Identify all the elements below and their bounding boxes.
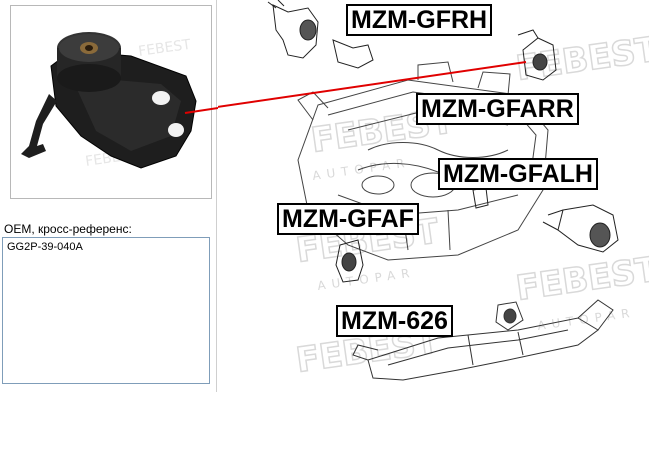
watermark-sub-2: AUTOPAR [536, 305, 636, 333]
mount-gfarr-drawing [517, 29, 557, 81]
mount-gfalh-drawing [542, 204, 619, 253]
engine-mount-photo-icon: FEBEST FEBEST [21, 32, 197, 170]
part-label-mzm-gfarr[interactable]: MZM-GFARR [416, 93, 579, 125]
product-photo-panel: FEBEST FEBEST [10, 5, 212, 199]
part-label-mzm-gfaf[interactable]: MZM-GFAF [277, 203, 419, 235]
mount-gfrh-drawing [267, 0, 374, 69]
panel-divider [216, 0, 217, 392]
part-label-mzm-gfrh[interactable]: MZM-GFRH [346, 4, 493, 36]
watermark-brand-4: FEBEST [514, 249, 649, 309]
watermark-brand-text: FEBEST [137, 37, 192, 60]
mount-gfaf-drawing [335, 239, 364, 283]
oem-crossref-list[interactable]: GG2P-39-040A [2, 237, 210, 384]
engine-diagram: FEBEST FEBEST FEBEST FEBEST FEBEST AUTOP… [182, 0, 649, 392]
pointer-line-left [184, 107, 218, 114]
small-bracket-drawing [472, 187, 489, 209]
oem-number[interactable]: GG2P-39-040A [7, 241, 83, 253]
part-label-mzm-gfalh[interactable]: MZM-GFALH [438, 158, 598, 190]
subframe-icon [352, 299, 614, 381]
watermark-sub-3: AUTOPAR [316, 265, 416, 293]
pointer-line [182, 61, 527, 113]
oem-label: OEM, кросс-референс: [4, 222, 132, 236]
part-label-mzm-626[interactable]: MZM-626 [336, 305, 453, 337]
